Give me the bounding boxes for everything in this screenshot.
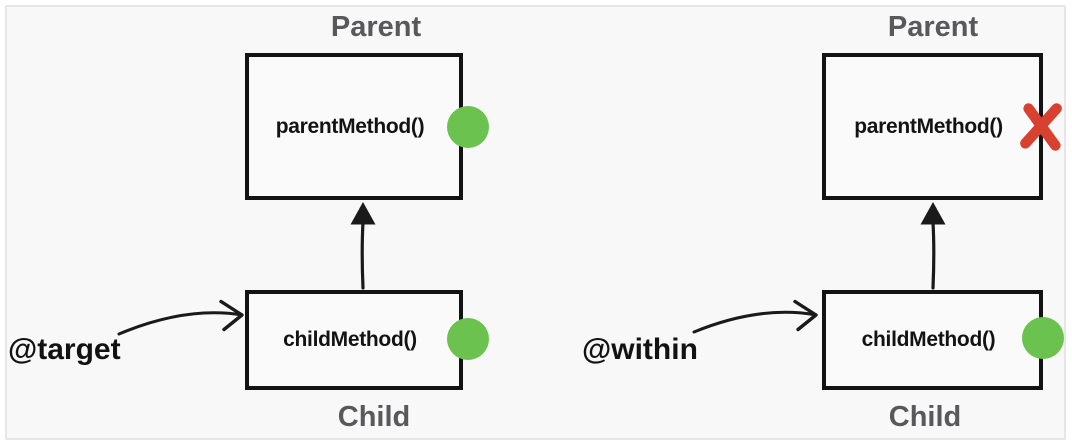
parent-method-indicator: [447, 106, 489, 148]
child-method-indicator: [447, 318, 489, 360]
parent-method-indicator: [1017, 100, 1067, 152]
green-circle-icon: [1022, 317, 1064, 359]
parent-method-label: parentMethod(): [854, 114, 1003, 138]
parent-method-label: parentMethod(): [275, 114, 425, 138]
target-pointcut-label: @target: [8, 333, 121, 366]
parent-class-box: parentMethod(): [822, 53, 1043, 200]
child-class-label: Child: [888, 401, 962, 433]
parent-class-label: Parent: [887, 11, 979, 43]
red-x-icon: [1017, 100, 1067, 152]
parent-class-box: parentMethod(): [245, 53, 463, 200]
parent-class-label: Parent: [330, 11, 422, 43]
child-class-box: childMethod(): [245, 290, 463, 390]
child-method-indicator: [1022, 317, 1064, 359]
child-method-label: childMethod(): [861, 328, 996, 351]
green-circle-icon: [447, 106, 489, 148]
child-class-label: Child: [337, 401, 411, 433]
red-x-icon: [1020, 103, 1062, 151]
green-circle-icon: [447, 318, 489, 360]
within-pointcut-label: @within: [582, 333, 698, 366]
child-class-box: childMethod(): [822, 290, 1043, 390]
child-method-label: childMethod(): [283, 328, 417, 351]
